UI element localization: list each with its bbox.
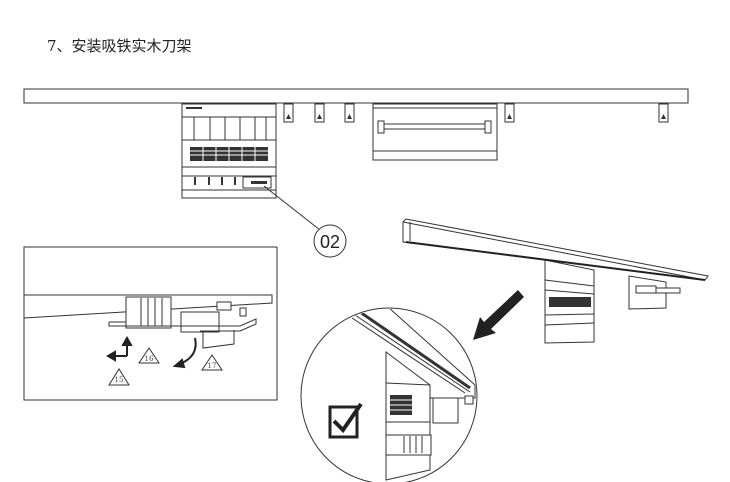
svg-text:17: 17 (208, 362, 217, 370)
direction-arrows-icon (105, 335, 197, 369)
front-view-rail-assembly (23, 88, 689, 199)
callout-circle (313, 224, 347, 258)
inset-mounting-detail: 16 15 17 (23, 246, 278, 401)
callout-leader (263, 185, 321, 231)
step-title: 7、安装吸铁实木刀架 (47, 37, 192, 55)
zoom-arrow-icon (473, 290, 524, 340)
step-marker-15: 15 (108, 368, 130, 386)
step-marker-16: 16 (138, 347, 160, 364)
knife-block (181, 103, 277, 199)
magnetic-rail (23, 88, 689, 104)
magnified-detail (300, 307, 478, 482)
checkmark-icon (328, 402, 363, 439)
callout-label: 02 (320, 232, 340, 252)
step-marker-17: 17 (201, 354, 223, 371)
svg-text:15: 15 (115, 376, 124, 384)
svg-text:16: 16 (145, 355, 154, 363)
hook (283, 103, 669, 123)
perspective-view (402, 218, 709, 344)
towel-bar-panel (372, 103, 498, 161)
